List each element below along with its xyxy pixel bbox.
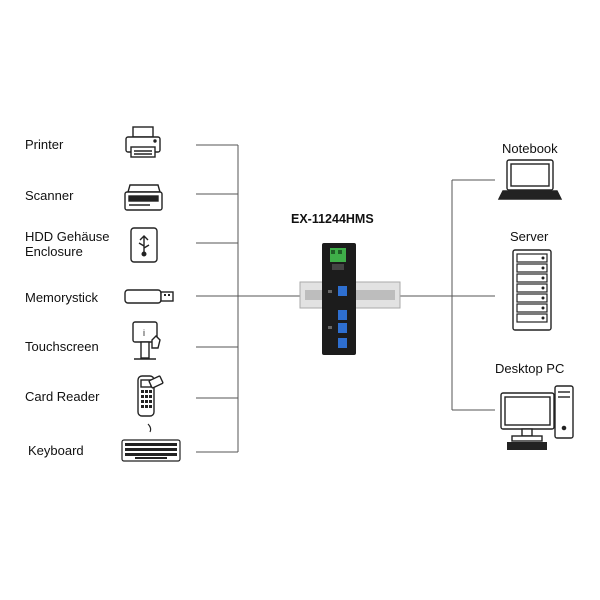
label-memorystick: Memorystick: [25, 290, 98, 305]
notebook-icon: [497, 159, 563, 200]
left-connection-lines: [196, 144, 300, 453]
hdd-enclosure-icon: [130, 227, 158, 263]
usb-b-upstream-port: [338, 286, 347, 296]
label-touchscreen: Touchscreen: [25, 339, 99, 354]
keyboard-icon: [121, 423, 181, 462]
usb-stick-icon: [124, 289, 174, 304]
label-keyboard: Keyboard: [28, 443, 84, 458]
desktop-pc-icon: [500, 385, 574, 450]
label-scanner: Scanner: [25, 188, 74, 203]
label-server: Server: [510, 229, 549, 244]
label-notebook: Notebook: [502, 141, 558, 156]
usb-hub-device: [322, 243, 356, 355]
svg-text:i: i: [143, 328, 145, 338]
printer-icon: [125, 126, 161, 158]
usb-port-1: [338, 310, 347, 320]
scanner-icon: [124, 184, 163, 211]
label-hdd-enclosure: HDD Gehäuse Enclosure: [25, 229, 110, 259]
usb-port-3: [338, 338, 347, 348]
server-rack-icon: [512, 249, 552, 331]
label-printer: Printer: [25, 137, 64, 152]
label-card-reader: Card Reader: [25, 389, 100, 404]
right-connection-lines: [400, 179, 495, 411]
usb-port-2: [338, 323, 347, 333]
label-desktop-pc: Desktop PC: [495, 361, 565, 376]
hub-model-title: EX-11244HMS: [291, 212, 374, 226]
touchscreen-kiosk-icon: i: [132, 321, 161, 360]
card-reader-icon: [137, 375, 164, 417]
